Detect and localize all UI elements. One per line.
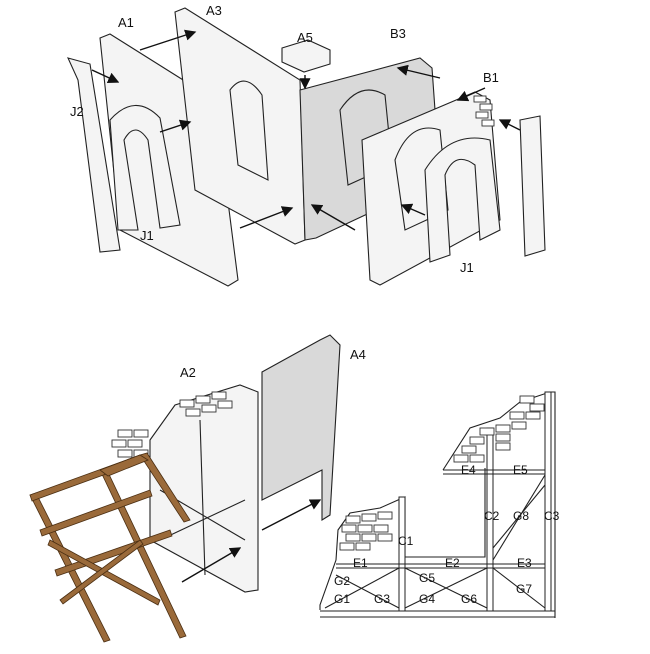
wall-a4 xyxy=(261,334,341,521)
label-b1: B1 xyxy=(483,70,499,85)
label-e5: E5 xyxy=(513,463,528,477)
label-e3: E3 xyxy=(517,556,532,570)
label-j1-right: J1 xyxy=(460,260,474,275)
label-g8: G8 xyxy=(513,509,529,523)
bottom-assembly: A2 A4 xyxy=(29,334,366,643)
arch-j1-left xyxy=(109,105,181,231)
label-e4: E4 xyxy=(461,463,476,477)
block-a5 xyxy=(281,39,331,73)
label-c3: C3 xyxy=(544,509,560,523)
brick-patch-lower xyxy=(339,511,393,551)
label-a2: A2 xyxy=(180,365,196,380)
label-a1: A1 xyxy=(118,15,134,30)
brick-patch-upper xyxy=(453,395,545,463)
label-e2: E2 xyxy=(445,556,460,570)
brick-patch-a2 xyxy=(111,391,233,458)
label-g7: G7 xyxy=(516,582,532,596)
label-g3: G3 xyxy=(374,592,390,606)
label-b3: B3 xyxy=(390,26,406,41)
brick-patch-b1 xyxy=(473,95,495,127)
label-a5: A5 xyxy=(297,30,313,45)
label-g2: G2 xyxy=(334,574,350,588)
label-j2: J2 xyxy=(70,104,84,119)
label-g4: G4 xyxy=(419,592,435,606)
pillar-right xyxy=(519,115,546,257)
label-c1: C1 xyxy=(398,534,414,548)
label-a3: A3 xyxy=(206,3,222,18)
frame-detail: E4 E5 C2 G8 C3 C1 E1 E2 E3 G2 G5 G1 G3 G… xyxy=(319,391,560,618)
label-c2: C2 xyxy=(484,509,500,523)
arch-j1-right xyxy=(424,137,501,263)
label-g6: G6 xyxy=(461,592,477,606)
label-j1-left: J1 xyxy=(140,228,154,243)
label-e1: E1 xyxy=(353,556,368,570)
label-a4: A4 xyxy=(350,347,366,362)
top-assembly: A1 A3 A5 B3 B1 J2 J1 J1 xyxy=(67,3,546,287)
label-g1: G1 xyxy=(334,592,350,606)
pillar-j2 xyxy=(67,57,121,253)
wooden-frame xyxy=(29,452,191,643)
label-g5: G5 xyxy=(419,571,435,585)
